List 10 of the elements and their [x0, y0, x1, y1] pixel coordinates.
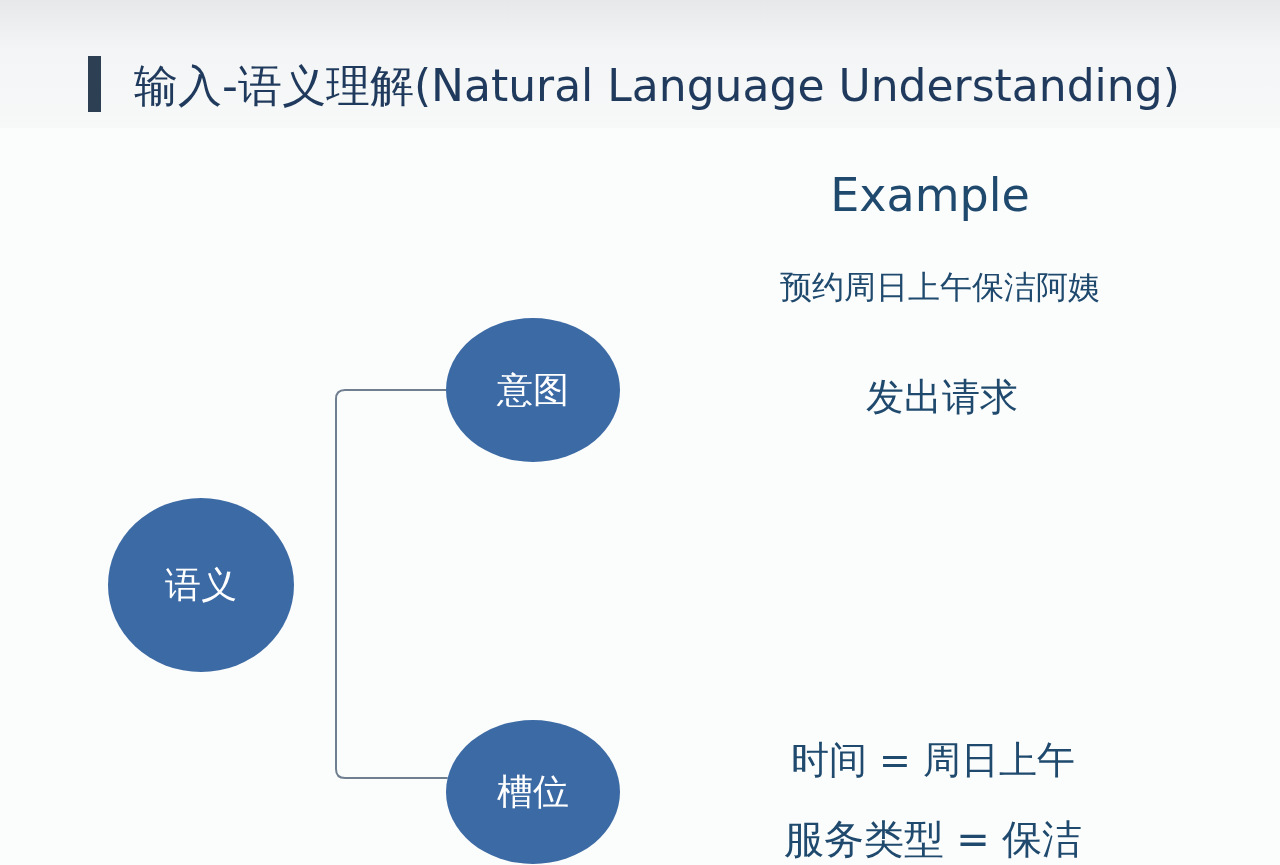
bracket-line	[335, 389, 449, 779]
example-sentence: 预约周日上午保洁阿姨	[780, 267, 1100, 308]
concept-circle: 语义	[108, 498, 294, 672]
concept-circle: 意图	[446, 318, 620, 462]
title: 输入-语义理解(Natural Language Understanding)	[134, 59, 1180, 113]
example-heading: Example	[830, 168, 1030, 222]
slot-value: 服务类型 = 保洁	[783, 815, 1083, 864]
slot-value: 时间 = 周日上午	[791, 737, 1075, 784]
intent-value: 发出请求	[866, 374, 1018, 421]
concept-circle: 槽位	[446, 720, 620, 864]
